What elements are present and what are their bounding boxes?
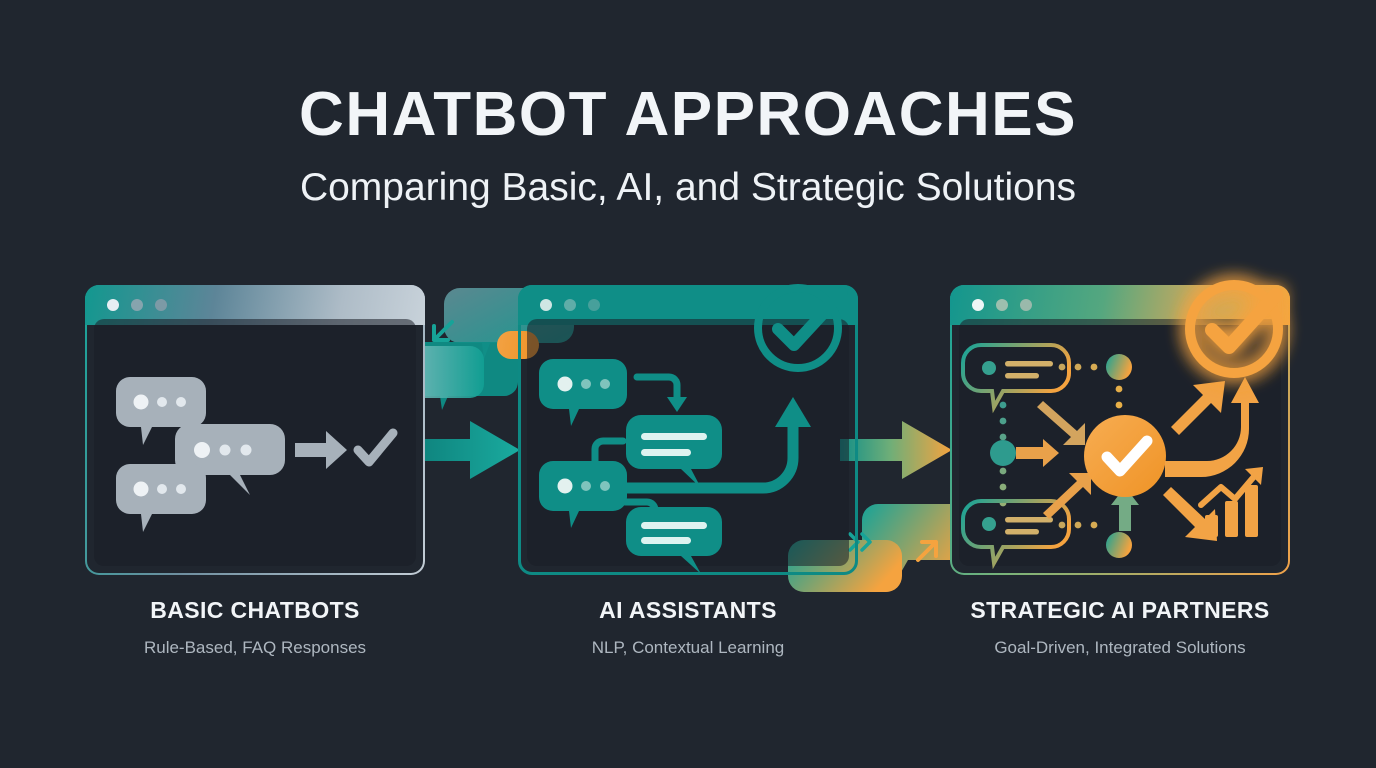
window-content [527,319,849,574]
window-dot-icon [131,299,143,311]
checkmark-icon [353,428,398,467]
panel-basic-chatbots[interactable]: BASIC CHATBOTS Rule-Based, FAQ Responses [85,285,425,705]
speech-bubble-dots-icon [116,464,206,532]
panel-title: BASIC CHATBOTS [150,597,360,623]
diagonal-arrow-icon [1043,473,1091,519]
bar-chart-growth-icon [1198,467,1263,537]
speech-bubble-dots-icon [539,359,627,426]
panel-subtitle: NLP, Contextual Learning [591,638,785,657]
window-dot-icon [155,299,167,311]
window-content [959,319,1281,570]
window-dots [972,299,1032,311]
curved-up-arrow-icon [621,418,799,494]
radiating-arrows-icon [1163,377,1259,541]
window-strategic [950,280,1290,575]
node-dot-icon [1106,354,1132,380]
window-titlebar [950,285,1290,325]
header: CHATBOT APPROACHES Comparing Basic, AI, … [0,0,1376,209]
arrow-ai-to-strategic [840,415,955,485]
curved-arrow-icon [591,437,627,467]
outlined-speech-bubble-icon [961,499,1071,570]
window-dot-icon [996,299,1008,311]
window-dot-icon [972,299,984,311]
speech-bubble-dots-icon [175,424,285,495]
diagonal-arrow-icon [1037,401,1085,445]
node-dot-icon [1106,532,1132,558]
check-circle-icon [754,284,848,372]
check-circle-glow-icon [1185,280,1283,378]
window-dots [107,299,167,311]
straight-arrow-icon [295,431,347,469]
curved-arrow-icon [633,373,681,403]
arrow-basic-to-ai [408,415,523,485]
window-dot-icon [588,299,600,311]
window-dots [540,299,600,311]
speech-bubble-lines-icon [626,507,722,574]
speech-bubble-dots-icon [116,377,206,445]
check-circle-node-icon [1084,415,1166,497]
arrow-down-left-icon [432,320,454,342]
node-dot-icon [990,440,1016,466]
window-dot-icon [564,299,576,311]
window-basic [85,285,425,575]
outlined-speech-bubble-icon [961,343,1071,414]
dotted-connector-icon [999,363,1123,529]
straight-arrow-icon [1016,439,1059,467]
panel-title: STRATEGIC AI PARTNERS [970,597,1270,623]
panel-subtitle: Rule-Based, FAQ Responses [143,638,367,657]
speech-bubble-dots-icon [539,461,627,528]
double-chevron-right-icon [848,532,872,552]
window-dot-icon [1020,299,1032,311]
ai-flow-diagram [539,359,811,574]
window-ai [518,284,858,575]
panel-title: AI ASSISTANTS [599,597,777,623]
page-subtitle: Comparing Basic, AI, and Strategic Solut… [299,166,1077,209]
panel-subtitle: Goal-Driven, Integrated Solutions [994,638,1246,657]
arrow-up-right-icon [916,540,938,562]
window-titlebar [85,285,425,325]
caption-strategic: STRATEGIC AI PARTNERS Goal-Driven, Integ… [950,597,1290,658]
page-title: CHATBOT APPROACHES [299,80,1077,149]
strategic-flow-diagram [961,343,1263,570]
up-arrow-icon [1111,487,1139,531]
caption-ai: AI ASSISTANTS NLP, Contextual Learning [518,597,858,658]
window-dot-icon [107,299,119,311]
speech-bubble-lines-icon [626,415,722,488]
caption-basic: BASIC CHATBOTS Rule-Based, FAQ Responses [85,597,425,658]
panel-ai-assistants[interactable]: AI ASSISTANTS NLP, Contextual Learning [518,284,858,705]
window-dot-icon [540,299,552,311]
panel-strategic-ai-partners[interactable]: STRATEGIC AI PARTNERS Goal-Driven, Integ… [950,280,1290,705]
basic-flow-diagram [116,377,398,532]
window-content [94,319,416,566]
panels-row: BASIC CHATBOTS Rule-Based, FAQ Responses [0,280,1376,705]
